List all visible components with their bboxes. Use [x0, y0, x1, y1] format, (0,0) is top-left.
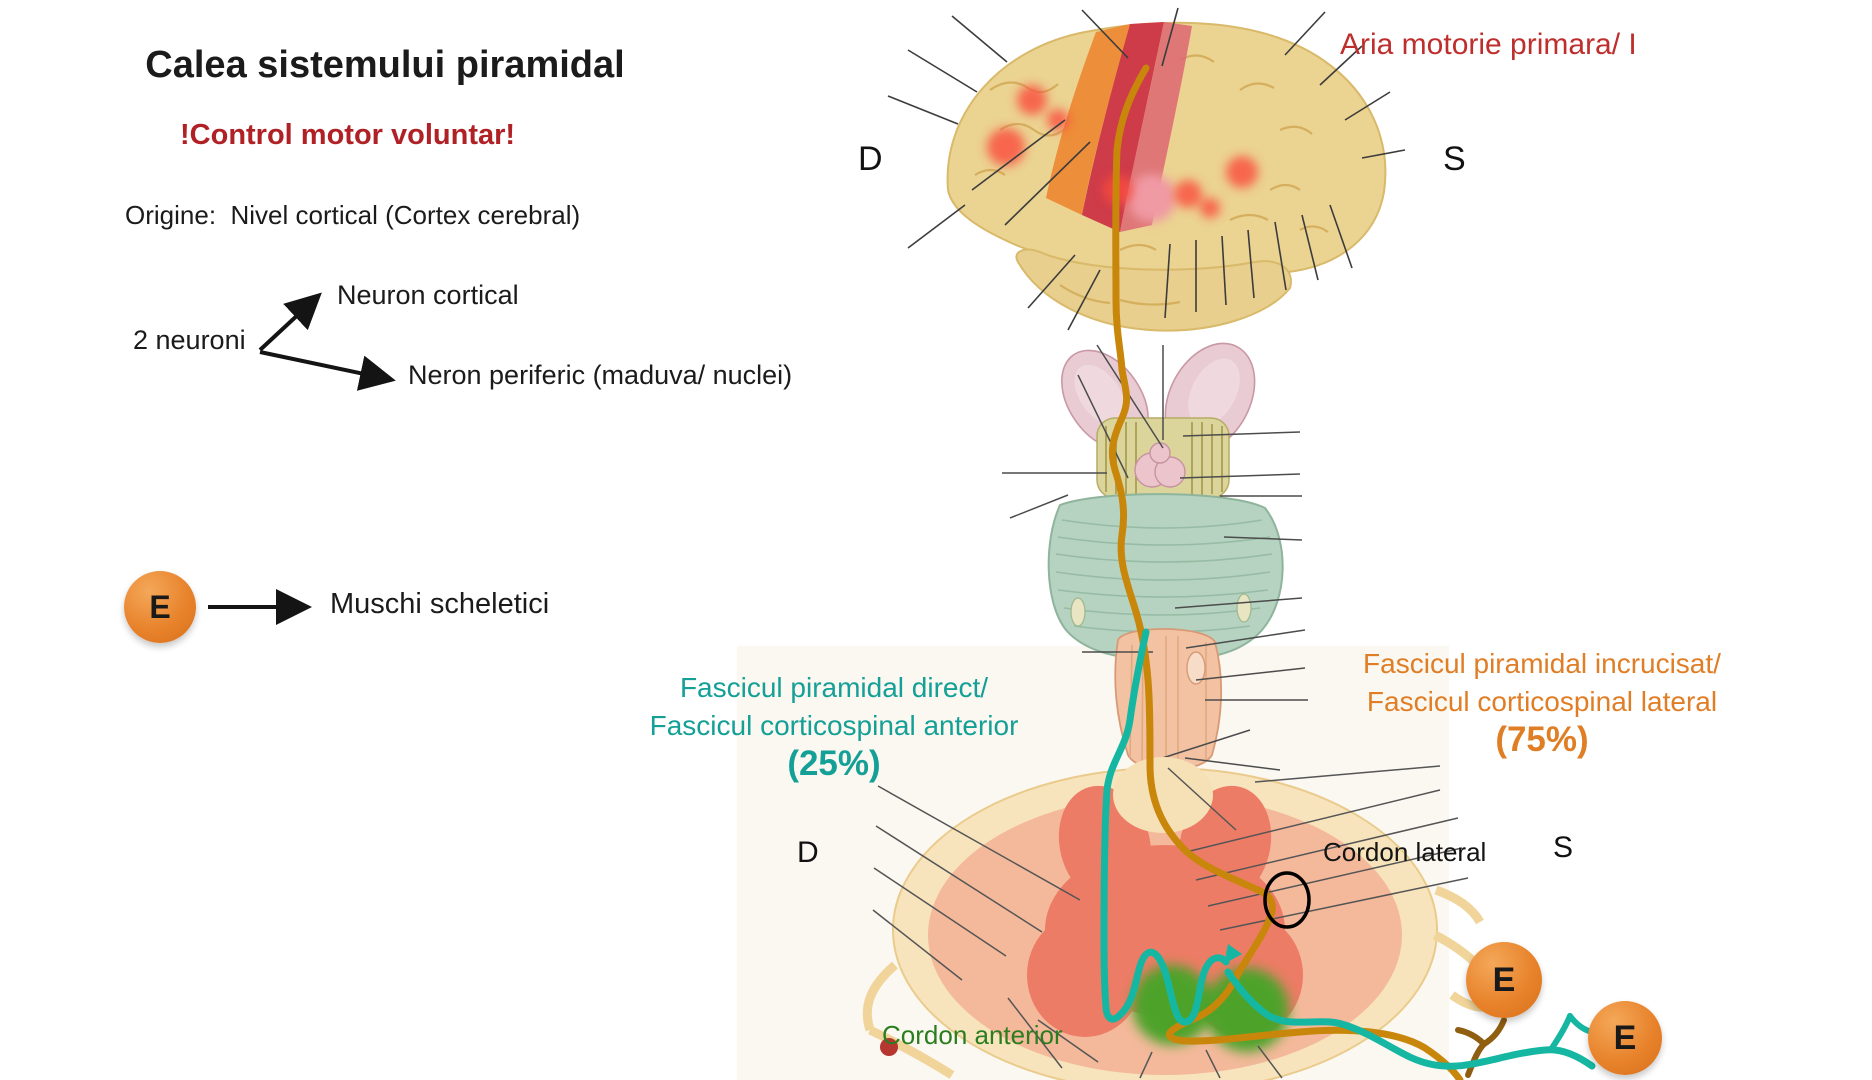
- neuron-peripheral-label: Neron periferic (maduva/ nuclei): [408, 360, 793, 390]
- direct-tract-line1: Fascicul piramidal direct/: [679, 672, 989, 703]
- origin-line: Origine: Nivel cortical (Cortex cerebral…: [125, 200, 581, 230]
- brain-annotation-lines: [887, 7, 1406, 331]
- crossed-tract-percent: (75%): [1495, 720, 1589, 759]
- cordon-anterior-label: Cordon anterior: [882, 1020, 1063, 1050]
- direct-tract-label: Fascicul piramidal direct/ Fascicul cort…: [584, 672, 1084, 783]
- neuron-cortical-label: Neuron cortical: [337, 280, 519, 310]
- annotation-circle: [1263, 871, 1311, 929]
- brain-side-d-label: D: [858, 140, 883, 178]
- nerve-roots-left: [862, 961, 955, 1079]
- spinal-cord-illustration: [862, 757, 1505, 1080]
- spinal-annotation-lines: [872, 765, 1469, 1079]
- effector-marker-upper: E: [1466, 942, 1542, 1018]
- brainstem-illustration: [1002, 342, 1308, 771]
- brain-illustration: [887, 7, 1406, 332]
- premotor-band: [1046, 24, 1130, 215]
- spinal-side-s-label: S: [1553, 831, 1574, 864]
- effector-marker-lower: E: [1588, 1001, 1662, 1075]
- spinal-side-d-label: D: [797, 836, 819, 869]
- crossed-tract-line1: Fascicul piramidal incrucisat/: [1363, 648, 1721, 679]
- effector-marker-legend: E: [124, 571, 196, 643]
- neurons-count-label: 2 neuroni: [133, 325, 246, 355]
- aria-motorie-label: Aria motorie primara/ I: [1340, 28, 1637, 61]
- page-title: Calea sistemului piramidal: [145, 44, 625, 86]
- effector-letter: E: [1492, 960, 1516, 999]
- branch-arrows: [258, 292, 396, 391]
- cordon-lateral-label: Cordon lateral: [1323, 837, 1487, 867]
- direct-tract-percent: (25%): [787, 744, 881, 783]
- muschi-scheletici-label: Muschi scheletici: [330, 588, 550, 620]
- crossed-tract-line2: Fascicul corticospinal lateral: [1366, 686, 1718, 717]
- direct-tract-line2: Fascicul corticospinal anterior: [649, 710, 1019, 741]
- subtitle: !Control motor voluntar!: [180, 119, 516, 151]
- effector-letter: E: [149, 588, 171, 625]
- crossed-tract-label: Fascicul piramidal incrucisat/ Fascicul …: [1292, 648, 1792, 759]
- crossed-tract-path: [1108, 64, 1507, 1080]
- brain-side-s-label: S: [1443, 140, 1466, 178]
- effector-letter: E: [1613, 1018, 1637, 1057]
